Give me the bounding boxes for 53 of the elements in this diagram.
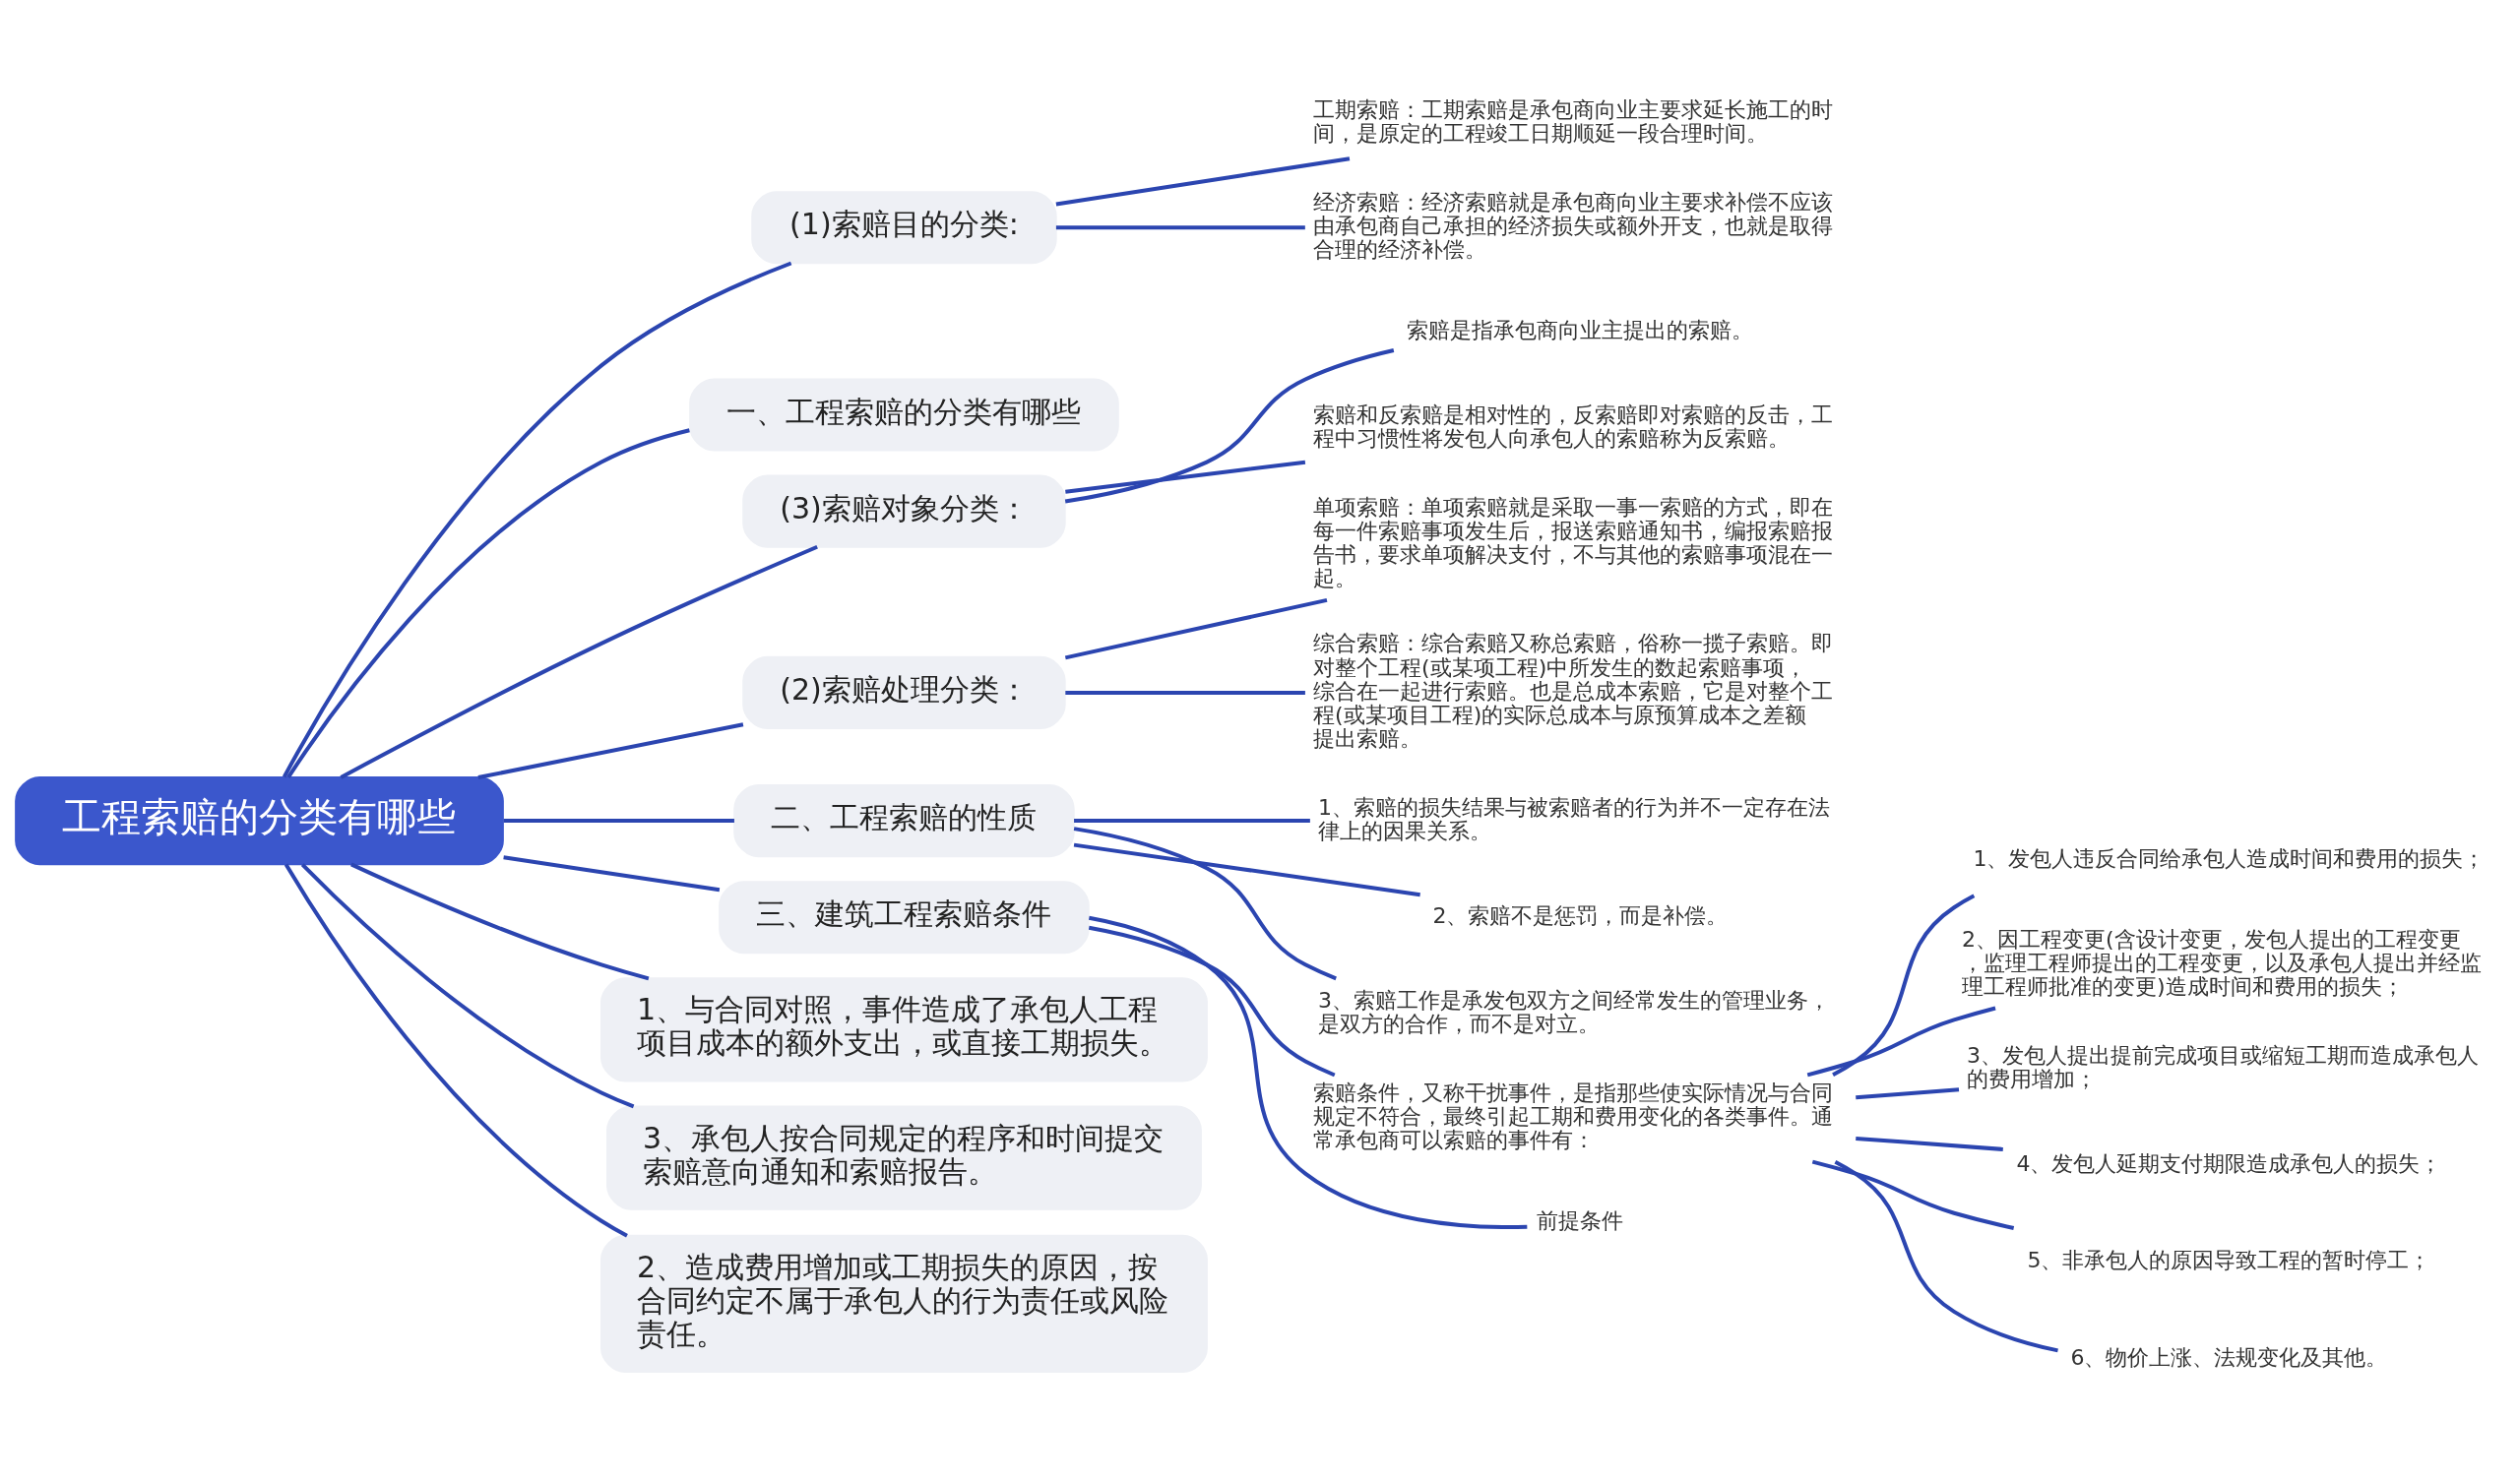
node-box: (1)索赔目的分类: <box>751 190 1057 264</box>
connector <box>503 818 734 823</box>
node-box: 工程索赔的分类有哪些 <box>15 775 504 865</box>
node-text: 索赔和反索赔是相对性的，反索赔即对索赔的反击，工程中习惯性将发包人向承包人的索赔称为反索赔。 <box>1313 401 1834 451</box>
connector <box>1073 826 1337 980</box>
connector <box>503 854 721 892</box>
connector <box>1074 818 1310 823</box>
connector <box>282 261 792 777</box>
connector <box>1073 842 1420 896</box>
connector <box>1806 1006 1996 1077</box>
node-box: 3、承包人按合同规定的程序和时间提交索赔意向通知和索赔报告。 <box>606 1105 1202 1210</box>
node-text: 5、非承包人的原因导致工程的暂时停工； <box>2027 1247 2431 1272</box>
connector <box>1065 460 1306 494</box>
node-text: 1、索赔的损失结果与被索赔者的行为并不一定存在法律上的因果关系。 <box>1318 794 1831 843</box>
node-text: 单项索赔：单项索赔就是采取一事一索赔的方式，即在每一件索赔事项发生后，报送索赔通知书，编报索赔报告书，要求单项解决支付，不与其他的索赔事项混在一起。 <box>1313 494 1834 590</box>
node-text: 经济索赔：经济索赔就是承包商向业主要求补偿不应该由承包商自己承担的经济损失或额外开支，也就是取得合理的经济补偿。 <box>1313 189 1834 262</box>
node-text: 3、发包人提出提前完成项目或缩短工期而造成承包人的费用增加； <box>1967 1042 2480 1091</box>
node-text: 6、物价上涨、法规变化及其他。 <box>2070 1344 2388 1370</box>
node-box: 2、造成费用增加或工期损失的原因，按合同约定不属于承包人的行为责任或风险责任。 <box>600 1234 1208 1373</box>
node-box: 一、工程索赔的分类有哪些 <box>689 377 1119 452</box>
connector <box>1088 915 1528 1229</box>
connector <box>1055 155 1351 206</box>
connector <box>284 862 628 1237</box>
node-text: 1、发包人违反合同给承包人造成时间和费用的损失； <box>1973 845 2486 871</box>
connector <box>1064 597 1328 659</box>
node-text: 索赔条件，又称干扰事件，是指那些使实际情况与合同规定不符合，最终引起工期和费用变化的各类事件。通常承包商可以索赔的事件有： <box>1313 1080 1834 1152</box>
node-box: (2)索赔处理分类： <box>742 655 1066 729</box>
connector <box>350 862 650 980</box>
connector <box>286 427 690 778</box>
node-text: 综合索赔：综合索赔又称总索赔，俗称一揽子索赔。即对整个工程(或某项工程)中所发生的数起索赔事项，综合在一起进行索赔。也是总成本索赔，它是对整个工程(或某项目工程)的实际总成本与原预算成本之差额提出索赔。 <box>1313 630 1834 751</box>
node-box: 三、建筑工程索赔条件 <box>719 880 1090 954</box>
node-box: 二、工程索赔的性质 <box>733 783 1075 857</box>
connector <box>1811 1159 2015 1230</box>
node-text: 2、索赔不是惩罚，而是补偿。 <box>1432 902 1729 928</box>
node-text: 2、因工程变更(含设计变更，发包人提出的工程变更，监理工程师提出的工程变更，以及承包人提出并经监理工程师批准的变更)造成时间和费用的损失； <box>1962 926 2483 999</box>
node-box: (3)索赔对象分类： <box>742 474 1066 548</box>
connector <box>477 721 744 779</box>
connector <box>1832 894 1976 1077</box>
connector <box>1065 690 1305 695</box>
connector <box>340 544 818 779</box>
node-text: 4、发包人延期支付期限造成承包人的损失； <box>2016 1150 2442 1176</box>
node-text: 前提条件 <box>1537 1207 1624 1233</box>
connector <box>1856 1086 1960 1099</box>
connector <box>300 862 635 1108</box>
node-text: 索赔是指承包商向业主提出的索赔。 <box>1407 317 1754 342</box>
node-box: 1、与合同对照，事件造成了承包人工程项目成本的额外支出，或直接工期损失。 <box>600 976 1208 1081</box>
connector <box>1088 925 1336 1077</box>
connector <box>1834 1159 2058 1352</box>
node-text: 3、索赔工作是承发包双方之间经常发生的管理业务，是双方的合作，而不是对立。 <box>1318 987 1831 1036</box>
connector <box>1856 1136 2003 1151</box>
connector <box>1055 224 1305 229</box>
connector <box>1064 347 1395 503</box>
node-text: 工期索赔：工期索赔是承包商向业主要求延长施工的时间，是原定的工程竣工日期顺延一段合理时间。 <box>1313 96 1834 146</box>
